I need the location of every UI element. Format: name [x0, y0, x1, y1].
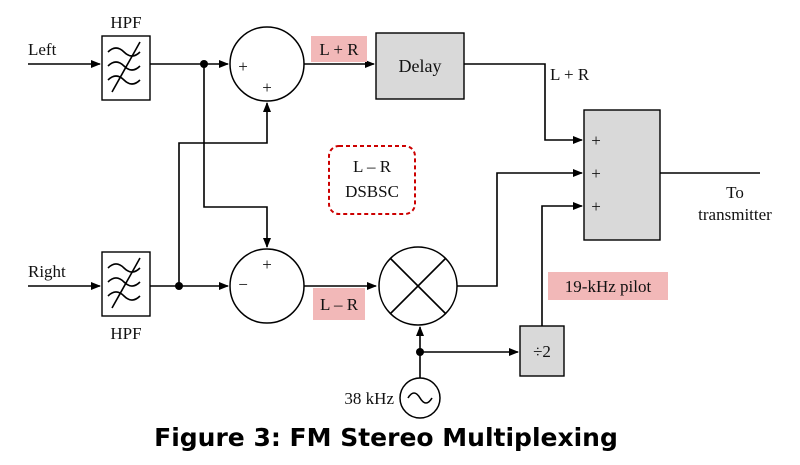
- input-right-label: Right: [28, 262, 66, 281]
- dsbsc-line2: DSBSC: [345, 182, 399, 201]
- wire-pilot-to-mixer: [541, 202, 583, 326]
- sum-highlight: [311, 36, 367, 62]
- dsbsc-box: [328, 145, 416, 215]
- divider-block: [519, 325, 565, 377]
- divider-label: ÷2: [533, 342, 551, 361]
- mixer-sign-3: +: [591, 197, 601, 216]
- delay-block-label: Delay: [399, 56, 442, 76]
- signal-sum-label: L + R: [319, 40, 359, 59]
- multiplier: [378, 246, 458, 326]
- pilot-highlight: [548, 272, 668, 300]
- mixer-sign-1: +: [591, 131, 601, 150]
- diff-highlight: [313, 288, 365, 320]
- signal-sum-delayed-label: L + R: [550, 65, 590, 84]
- wire-left-to-diff: [203, 64, 271, 248]
- signal-diff-label: L – R: [320, 295, 359, 314]
- hpf-top: [101, 35, 151, 101]
- summer-bottom-sign-left: −: [238, 275, 248, 294]
- figure-caption: Figure 3: FM Stereo Multiplexing: [154, 423, 618, 452]
- wire-right-to-sum: [178, 102, 271, 286]
- delay-block: [375, 32, 465, 100]
- mixer-sign-2: +: [591, 164, 601, 183]
- oscillator: [399, 377, 441, 419]
- summer-bottom-sign-top: +: [262, 255, 272, 274]
- output-label-line2: transmitter: [698, 205, 772, 224]
- summer-top-sign-left: +: [238, 57, 248, 76]
- hpf-bottom: [101, 251, 151, 317]
- summer-top-sign-bottom: +: [262, 78, 272, 97]
- wire-multiplier-to-mixer: [457, 169, 583, 287]
- hpf-top-label: HPF: [110, 13, 141, 32]
- output-label-line1: To: [726, 183, 744, 202]
- output-summer: [583, 109, 661, 241]
- hpf-bottom-label: HPF: [110, 324, 141, 343]
- input-left-label: Left: [28, 40, 57, 59]
- dsbsc-line1: L – R: [353, 157, 392, 176]
- oscillator-label: 38 kHz: [344, 389, 394, 408]
- wire-delay-to-mixer: [464, 63, 583, 144]
- pilot-label: 19-kHz pilot: [565, 277, 652, 296]
